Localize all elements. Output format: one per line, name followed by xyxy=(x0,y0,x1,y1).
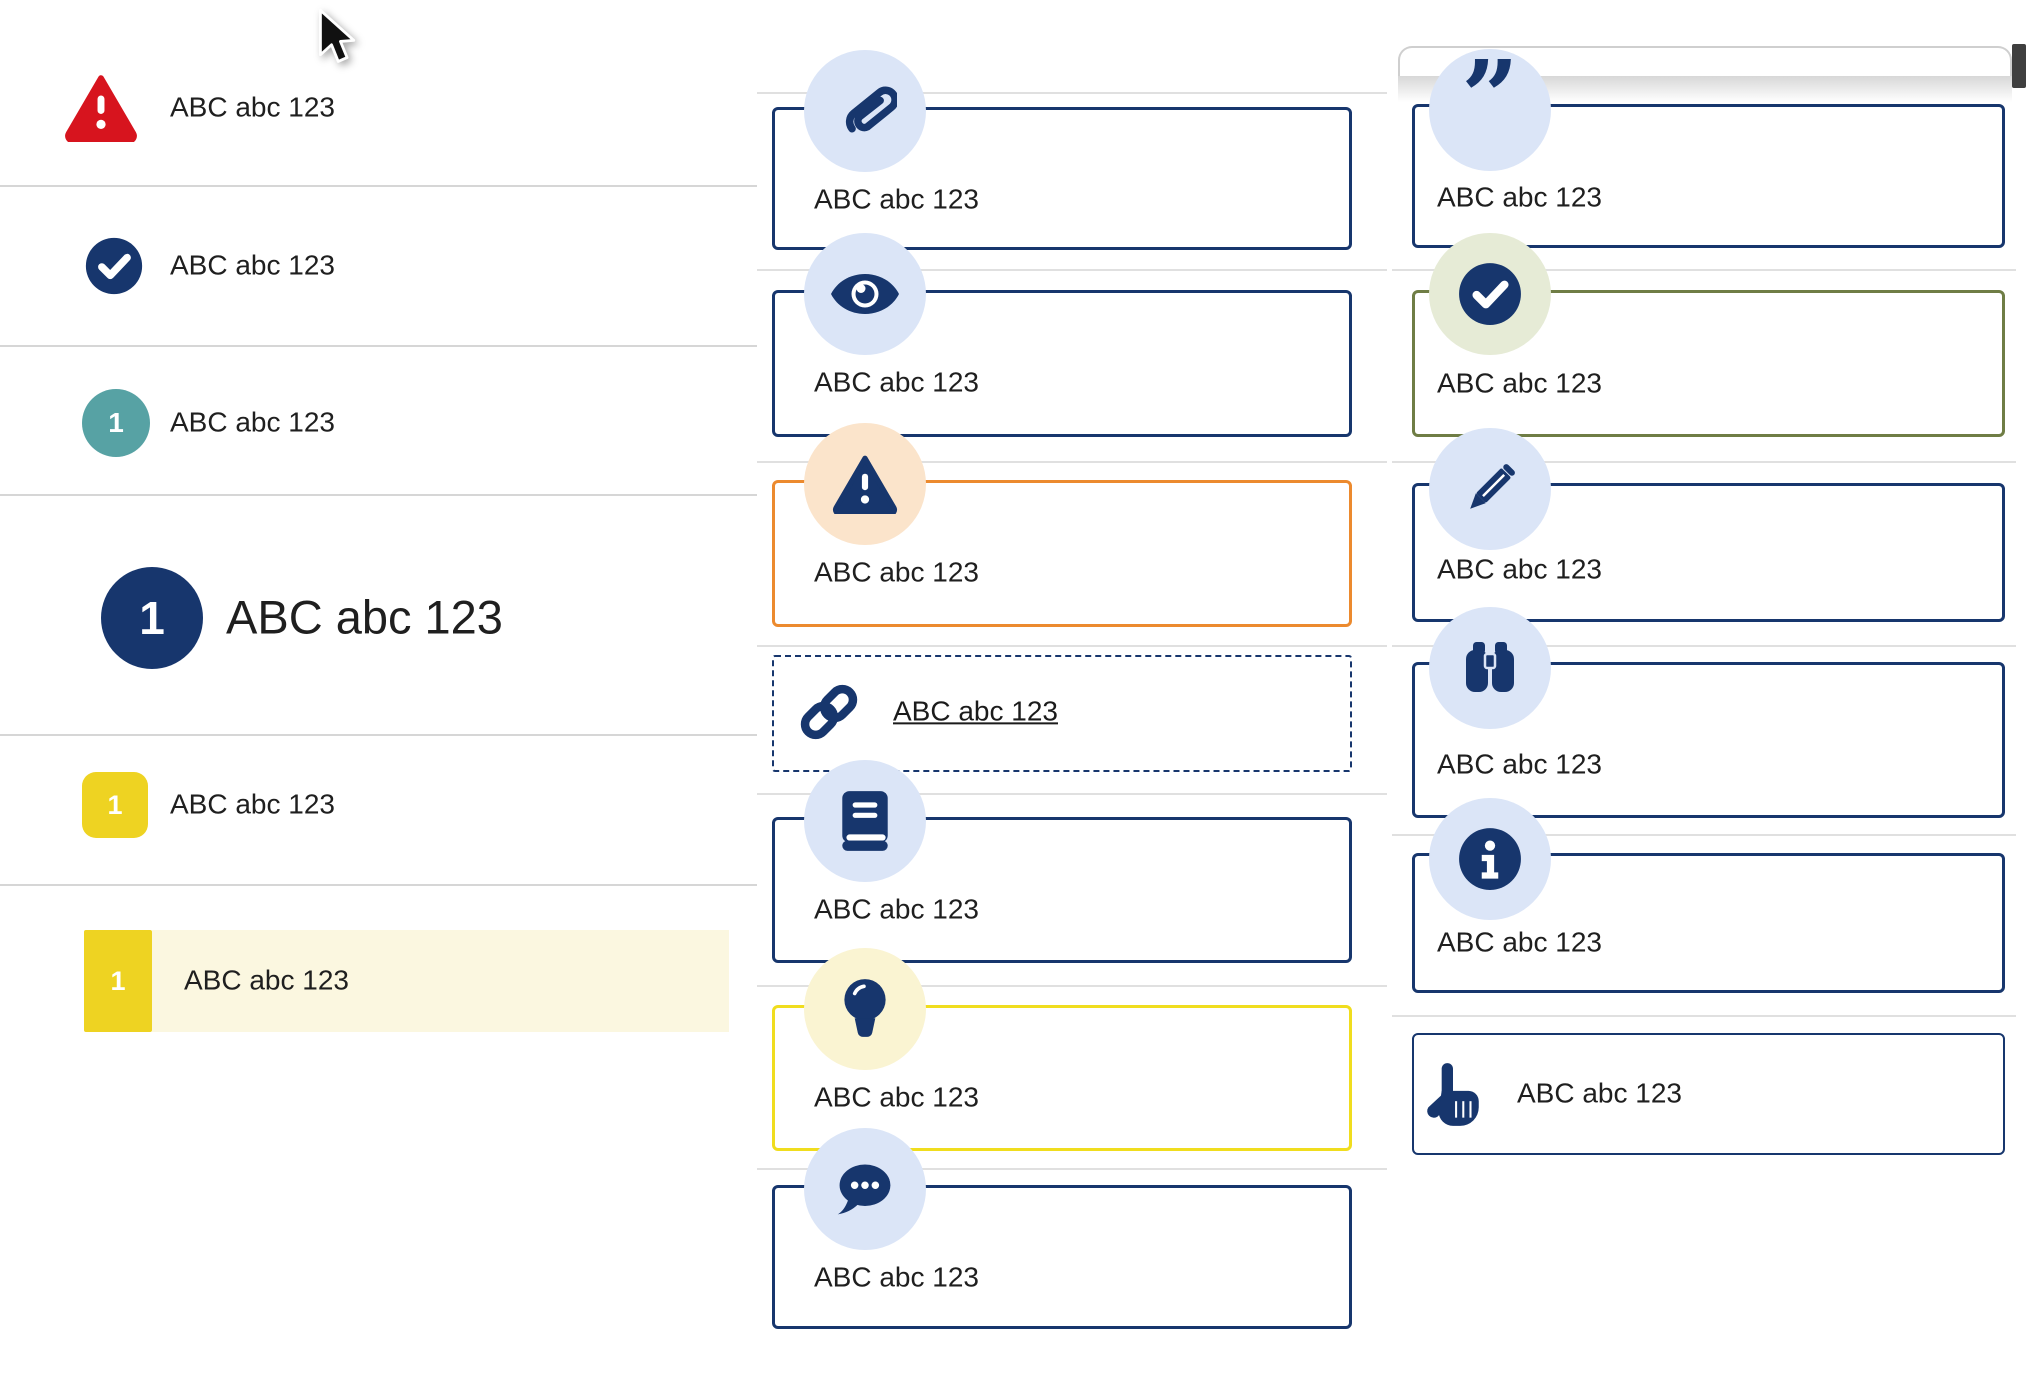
pencil-icon xyxy=(1429,428,1551,550)
number-badge-teal: 1 xyxy=(82,389,150,457)
badge-number: 1 xyxy=(139,592,165,644)
row-rule xyxy=(757,985,1387,987)
card-label: ABC abc 123 xyxy=(1437,367,1602,399)
list-item-label: ABC abc 123 xyxy=(184,964,349,996)
row-rule xyxy=(757,461,1387,463)
number-badge-yellow: 1 xyxy=(82,772,148,838)
badge-number: 1 xyxy=(107,789,123,820)
paperclip-icon xyxy=(804,50,926,172)
row-rule xyxy=(757,645,1387,647)
list-item-label: ABC abc 123 xyxy=(170,788,335,820)
card-label: ABC abc 123 xyxy=(1437,181,1602,213)
badge-number: 1 xyxy=(110,965,126,996)
lightbulb-icon xyxy=(804,948,926,1070)
card-label: ABC abc 123 xyxy=(1437,926,1602,958)
warning-triangle-icon xyxy=(65,75,137,142)
card-label: ABC abc 123 xyxy=(814,893,979,925)
book-icon xyxy=(804,760,926,882)
card-link-label[interactable]: ABC abc 123 xyxy=(893,695,1058,727)
row-rule xyxy=(1392,834,2016,836)
binoculars-icon xyxy=(1429,607,1551,729)
card-label: ABC abc 123 xyxy=(1437,748,1602,780)
row-rule xyxy=(1392,461,2016,463)
divider xyxy=(0,345,757,347)
callout-card-link[interactable] xyxy=(772,655,1352,772)
card-label: ABC abc 123 xyxy=(814,366,979,398)
pointing-hand-icon xyxy=(1427,1063,1479,1126)
card-label: ABC abc 123 xyxy=(1517,1077,1682,1109)
card-label: ABC abc 123 xyxy=(814,1081,979,1113)
card-label: ABC abc 123 xyxy=(814,1261,979,1293)
scrollbar-thumb[interactable] xyxy=(2012,44,2026,88)
number-badge-navy-large: 1 xyxy=(101,567,203,669)
row-rule xyxy=(757,1168,1387,1170)
callout-card-hand xyxy=(1412,1033,2005,1155)
list-item-label: ABC abc 123 xyxy=(170,91,335,123)
card-label: ABC abc 123 xyxy=(1437,553,1602,585)
check-circle-icon xyxy=(1429,233,1551,355)
row-rule xyxy=(757,269,1387,271)
row-rule xyxy=(1392,269,2016,271)
number-badge-yellow: 1 xyxy=(84,930,152,1032)
link-icon xyxy=(800,684,858,740)
card-label: ABC abc 123 xyxy=(814,556,979,588)
list-item-label: ABC abc 123 xyxy=(226,590,503,644)
divider xyxy=(0,494,757,496)
quote-icon: ” xyxy=(1429,47,1551,171)
badge-number: 1 xyxy=(108,407,124,438)
row-rule xyxy=(1392,645,2016,647)
divider xyxy=(0,185,757,187)
card-label: ABC abc 123 xyxy=(814,183,979,215)
list-item-label: ABC abc 123 xyxy=(170,249,335,281)
chat-bubble-icon xyxy=(804,1128,926,1250)
list-item-label: ABC abc 123 xyxy=(170,406,335,438)
divider xyxy=(0,884,757,886)
warning-triangle-icon xyxy=(804,423,926,545)
row-rule xyxy=(757,793,1387,795)
highlight-band xyxy=(152,930,729,1032)
check-circle-icon xyxy=(85,237,143,295)
eye-icon xyxy=(804,233,926,355)
arrow-cursor xyxy=(319,8,356,63)
divider xyxy=(0,734,757,736)
row-rule xyxy=(1392,1015,2016,1017)
row-rule xyxy=(757,92,1387,94)
info-icon xyxy=(1429,798,1551,920)
